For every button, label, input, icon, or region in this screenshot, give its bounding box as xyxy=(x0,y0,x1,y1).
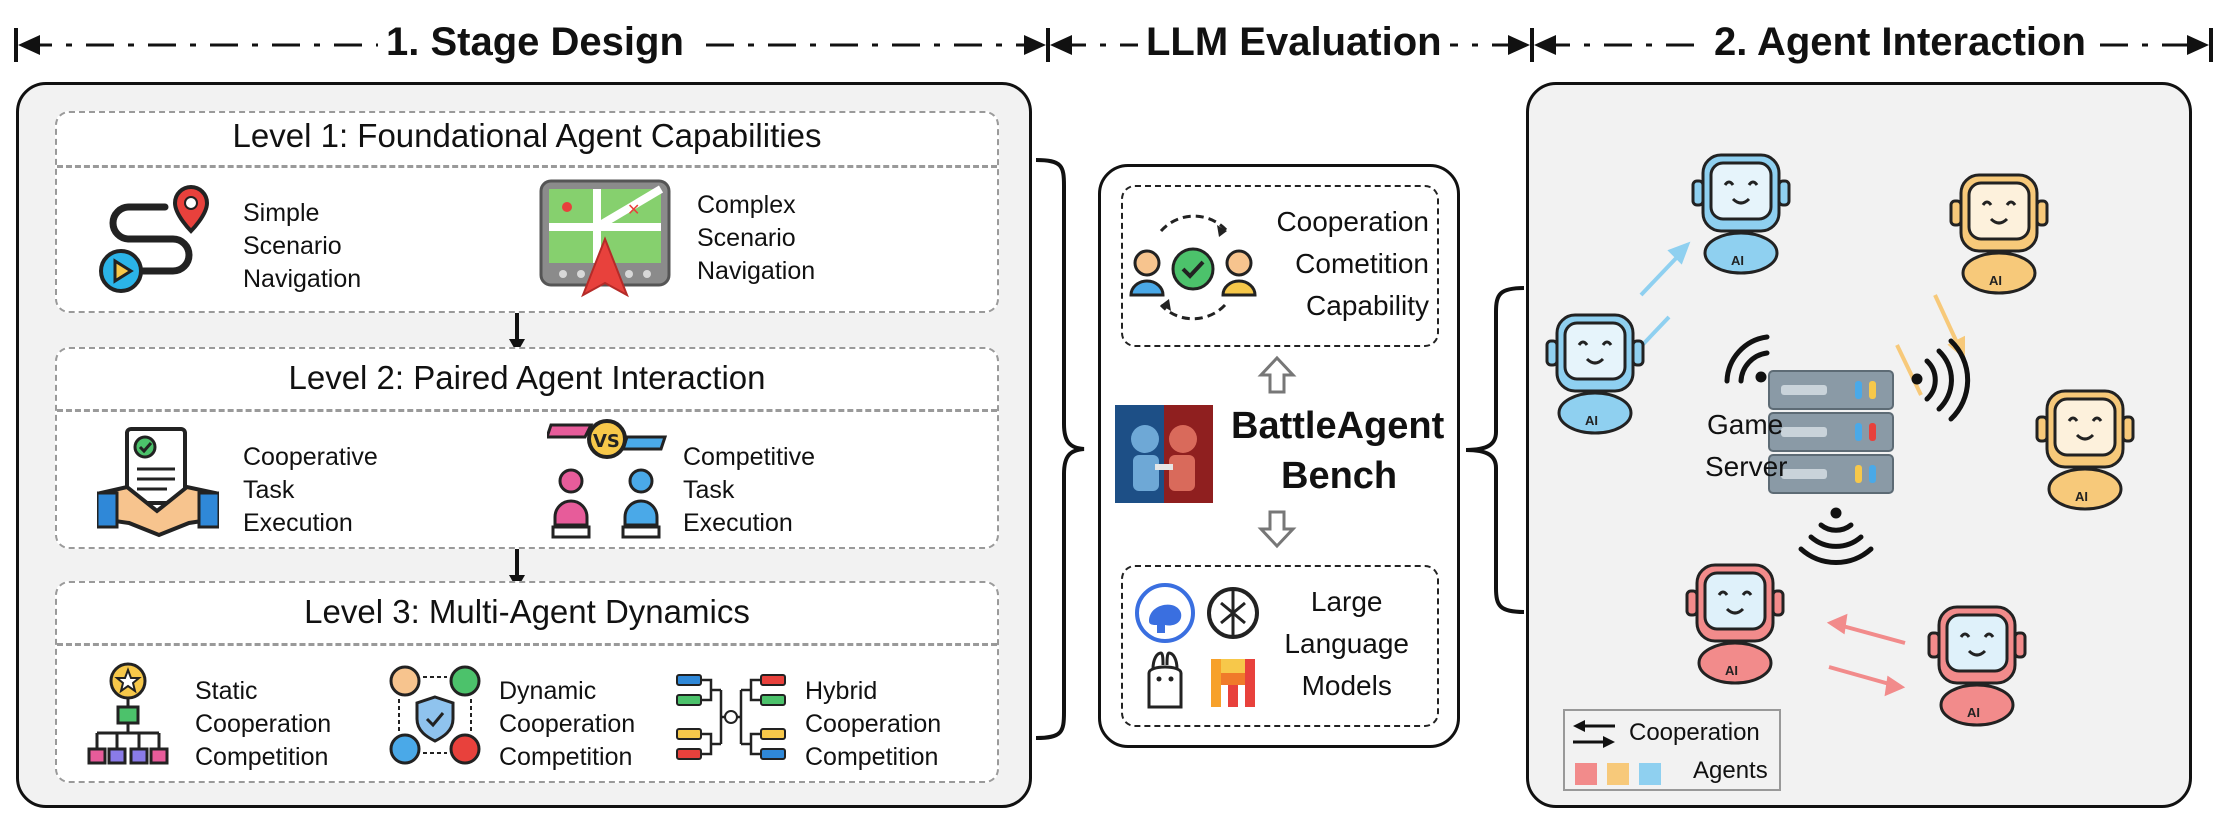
level2-item1-label: Cooperative Task Execution xyxy=(243,443,378,537)
level3-item1-label: Static Cooperation Competition xyxy=(195,677,332,771)
robot-yellow-right: AI xyxy=(2035,389,2135,511)
capability-label: Cooperation Cometition Capability xyxy=(1276,206,1429,321)
level3-item3-label: Hybrid Cooperation Competition xyxy=(805,677,942,771)
model-logos-icon xyxy=(1135,583,1259,709)
level3-box: Level 3: Multi-Agent Dynamics Static Coo… xyxy=(55,581,999,783)
stage-design-panel: Level 1: Foundational Agent Capabilities… xyxy=(16,82,1032,808)
level1-item2-label: Complex Scenario Navigation xyxy=(697,191,816,285)
level1-separator xyxy=(57,165,997,168)
level1-title: Level 1: Foundational Agent Capabilities xyxy=(232,117,822,154)
legend-box: Cooperation Agents xyxy=(1563,709,1781,791)
red-interaction-arrows xyxy=(1826,613,1906,697)
svg-text:AI: AI xyxy=(1725,663,1738,678)
legend-agent-swatch-red xyxy=(1575,763,1597,785)
models-box: Large Language Models xyxy=(1121,565,1439,727)
svg-text:AI: AI xyxy=(1989,273,2002,288)
level1-box: Level 1: Foundational Agent Capabilities… xyxy=(55,111,999,313)
svg-text:✕: ✕ xyxy=(627,200,640,219)
legend-agents-label: Agents xyxy=(1693,757,1768,784)
left-brace xyxy=(1035,158,1085,740)
bench-name-line1: BattleAgent xyxy=(1231,405,1445,447)
level3-separator xyxy=(57,643,997,646)
legend-agent-swatch-yellow xyxy=(1607,763,1629,785)
wifi-signal-icons xyxy=(1724,334,1971,565)
svg-text:AI: AI xyxy=(1967,705,1980,720)
shield-cycle-icon xyxy=(389,665,481,765)
svg-text:VS: VS xyxy=(593,431,620,452)
llm-evaluation-panel: Cooperation Cometition Capability Battle… xyxy=(1098,164,1460,748)
robot-red-right: AI xyxy=(1927,605,2027,727)
server-label-line2: Server xyxy=(1705,451,1788,482)
svg-text:AI: AI xyxy=(1585,413,1598,428)
cooperation-check-icon xyxy=(1129,214,1257,321)
level2-item2-label: Competitive Task Execution xyxy=(683,443,815,537)
legend-agent-swatch-blue xyxy=(1639,763,1661,785)
agent-interaction-panel: AI AI AI AI xyxy=(1526,82,2192,808)
header-agent-interaction: 2. Agent Interaction xyxy=(1706,20,2094,65)
bench-name-line2: Bench xyxy=(1281,455,1398,497)
svg-text:AI: AI xyxy=(2075,489,2088,504)
robot-red-left: AI xyxy=(1685,563,1785,685)
level-arrow-1 xyxy=(509,313,525,353)
level2-box: Level 2: Paired Agent Interaction Cooper… xyxy=(55,347,999,549)
bidirectional-arrow-icon xyxy=(1573,720,1615,748)
level2-title: Level 2: Paired Agent Interaction xyxy=(288,359,766,396)
right-brace xyxy=(1465,286,1525,614)
agent-scene: AI AI AI AI xyxy=(1545,153,2135,727)
robot-blue-left: AI xyxy=(1545,313,1645,435)
map-navigation-icon: ✕ xyxy=(539,179,671,298)
game-server-icon xyxy=(1768,370,1894,494)
level2-separator xyxy=(57,409,997,412)
robot-blue-top: AI xyxy=(1691,153,1791,275)
capability-box: Cooperation Cometition Capability xyxy=(1121,185,1439,347)
bracket-tree-icon xyxy=(676,674,786,760)
header-llm-evaluation: LLM Evaluation xyxy=(1138,20,1450,65)
hierarchy-star-icon xyxy=(87,662,169,765)
battleagent-logo-icon xyxy=(1115,405,1213,503)
robot-yellow-top: AI xyxy=(1949,173,2049,295)
server-label-line1: Game xyxy=(1707,409,1784,440)
level3-title: Level 3: Multi-Agent Dynamics xyxy=(304,593,750,630)
level3-item2-label: Dynamic Cooperation Competition xyxy=(499,677,636,771)
handshake-contract-icon xyxy=(97,427,219,538)
models-label: Large Language Models xyxy=(1284,586,1409,701)
route-pin-icon xyxy=(99,184,210,293)
legend-cooperation-label: Cooperation xyxy=(1629,719,1760,746)
header-stage-design: 1. Stage Design xyxy=(378,20,692,65)
versus-players-icon: VS xyxy=(547,419,667,539)
svg-text:AI: AI xyxy=(1731,253,1744,268)
level1-item1-label: Simple Scenario Navigation xyxy=(243,199,362,293)
down-hollow-arrow xyxy=(1257,510,1297,549)
up-hollow-arrow xyxy=(1257,355,1297,394)
